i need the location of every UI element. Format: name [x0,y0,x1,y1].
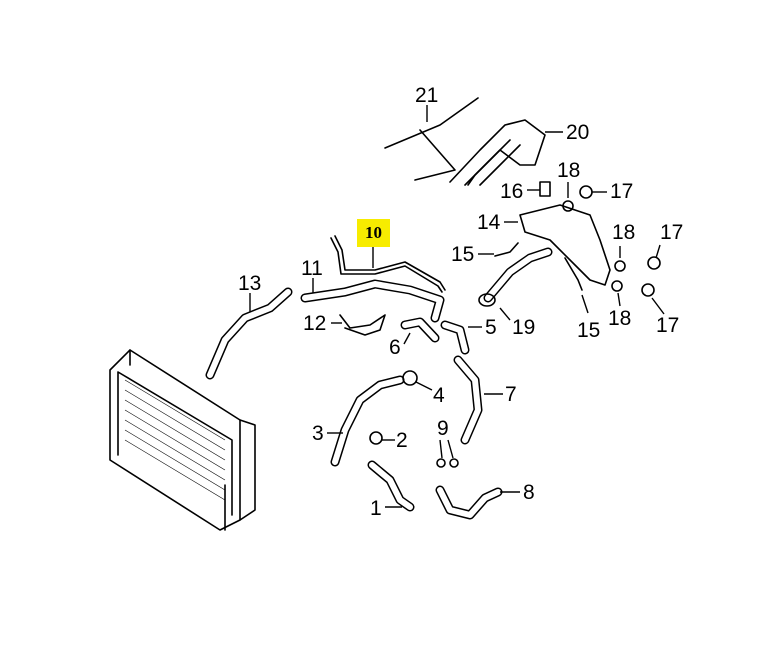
callout-3[interactable]: 3 [312,422,324,445]
callout-12[interactable]: 12 [303,312,327,335]
callout-10-highlighted[interactable]: 10 [357,219,390,247]
callout-20[interactable]: 20 [566,121,590,144]
callout-17c[interactable]: 17 [656,314,680,337]
callout-5[interactable]: 5 [485,316,497,339]
callout-18b[interactable]: 18 [612,221,636,244]
callout-17b[interactable]: 17 [660,221,684,244]
callout-1[interactable]: 1 [370,497,382,520]
callout-19[interactable]: 19 [512,316,536,339]
callout-9[interactable]: 9 [437,417,449,440]
callout-14[interactable]: 14 [477,211,501,234]
callout-11[interactable]: 11 [301,257,323,280]
callout-15b[interactable]: 15 [577,319,601,342]
callout-17a[interactable]: 17 [610,180,634,203]
callout-13[interactable]: 13 [238,272,262,295]
callout-21[interactable]: 21 [415,84,439,107]
callout-4[interactable]: 4 [433,384,445,407]
callout-15a[interactable]: 15 [451,243,475,266]
leader-lines [249,105,665,508]
callout-6[interactable]: 6 [389,336,401,359]
callout-18c[interactable]: 18 [608,307,632,330]
callout-8[interactable]: 8 [523,481,535,504]
callout-7[interactable]: 7 [505,383,517,406]
callout-18a[interactable]: 18 [557,159,581,182]
radiator [109,349,256,531]
callout-16[interactable]: 16 [500,180,524,203]
callout-2[interactable]: 2 [396,429,408,452]
